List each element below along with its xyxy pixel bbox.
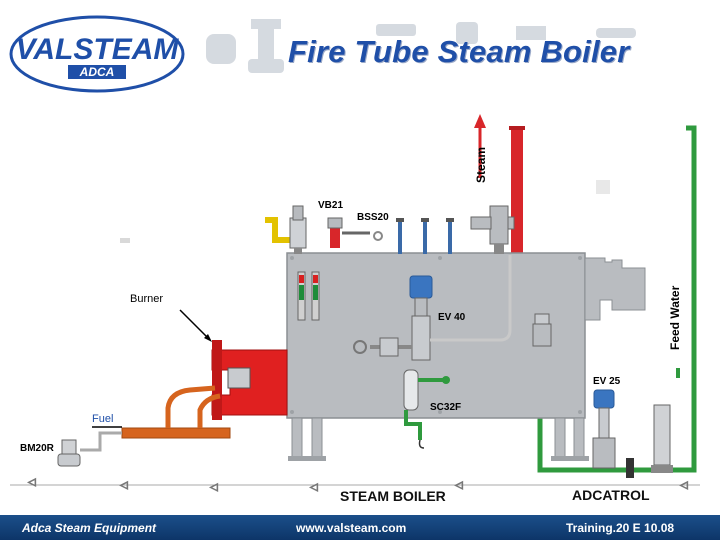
steam-label: Steam bbox=[474, 146, 488, 183]
bm20r-regulator bbox=[57, 439, 81, 467]
burner-arrow bbox=[179, 309, 211, 341]
footer-website: www.valsteam.com bbox=[296, 521, 407, 535]
svg-text:◁: ◁ bbox=[310, 482, 318, 493]
burner-label: Burner bbox=[130, 293, 164, 305]
svg-text:◁: ◁ bbox=[120, 480, 128, 491]
ev40-label: EV 40 bbox=[438, 312, 466, 323]
ev40-valve-assembly bbox=[353, 255, 512, 361]
safety-valve-vb21 bbox=[265, 205, 307, 254]
feed-check-valve bbox=[532, 313, 552, 347]
level-probes bbox=[396, 218, 454, 254]
vb21-label: VB21 bbox=[318, 200, 344, 211]
bm20r-label: BM20R bbox=[20, 443, 54, 454]
burner bbox=[211, 340, 288, 420]
sc32f-label: SC32F bbox=[430, 402, 462, 413]
svg-text:◁: ◁ bbox=[28, 477, 36, 488]
logo-top-text: VALSTEAM bbox=[16, 33, 180, 66]
bss20-label: BSS20 bbox=[357, 212, 389, 223]
fuel-line bbox=[80, 385, 231, 452]
adcatrol-caption: ADCATROL bbox=[572, 487, 650, 503]
sc32f-sample-cooler bbox=[403, 369, 450, 449]
ev25-label: EV 25 bbox=[593, 376, 621, 387]
logo-bottom-text: ADCA bbox=[79, 65, 115, 79]
fuel-label: Fuel bbox=[92, 413, 114, 425]
blowdown-bss20 bbox=[327, 217, 383, 248]
header-valve-decoration bbox=[206, 19, 636, 73]
footer-reference: Training.20 E 10.08 bbox=[566, 521, 675, 535]
page-title: Fire Tube Steam Boiler bbox=[288, 34, 630, 69]
valsteam-logo: VALSTEAM ADCA bbox=[9, 15, 185, 93]
feed-water-label: Feed Water bbox=[668, 285, 682, 350]
steam-boiler-caption: STEAM BOILER bbox=[340, 488, 446, 504]
feed-pump bbox=[651, 404, 673, 473]
ev25-valve bbox=[592, 389, 634, 478]
boiler-body bbox=[286, 252, 646, 461]
svg-text:◁: ◁ bbox=[680, 480, 688, 491]
footer-bar: Adca Steam Equipment www.valsteam.com Tr… bbox=[0, 515, 720, 540]
steam-pipe bbox=[511, 128, 523, 268]
level-gauge-left bbox=[297, 271, 320, 321]
svg-text:◁: ◁ bbox=[455, 480, 463, 491]
steam-valve bbox=[470, 205, 515, 254]
svg-text:◁: ◁ bbox=[210, 482, 218, 493]
feed-water-pipe bbox=[537, 125, 697, 473]
footer-company: Adca Steam Equipment bbox=[22, 521, 157, 535]
